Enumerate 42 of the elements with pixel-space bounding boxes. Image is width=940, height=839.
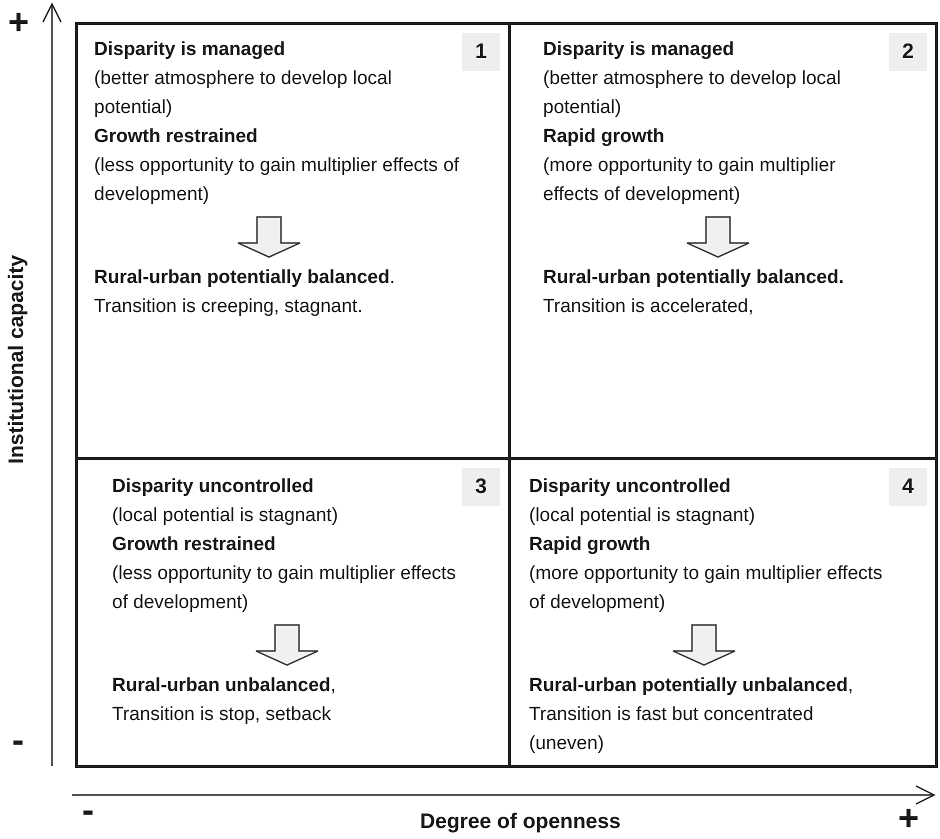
body-text: Rural-urban potentially balanced.: [94, 266, 396, 290]
quadrant-number: 1: [462, 33, 500, 71]
body-text: (local potential is stagnant): [112, 504, 340, 528]
body-text: Transition is creeping, stagnant.: [94, 295, 364, 319]
body-text: Rural-urban potentially unbalanced,: [529, 674, 854, 698]
heading-text: Growth restrained: [94, 125, 259, 149]
quadrant-panel: [75, 457, 511, 768]
body-text: Transition is fast but concentrated (uneven): [529, 703, 814, 756]
block-arrow: [686, 216, 750, 258]
block-arrow: [237, 216, 301, 258]
body-text: (more opportunity to gain multiplier effects of development): [529, 562, 884, 615]
quadrant-panel: [75, 22, 511, 460]
axis-sign: -: [12, 722, 24, 758]
body-text: Transition is stop, setback: [112, 703, 332, 727]
quadrant-number: 3: [462, 468, 500, 506]
body-text: (better atmosphere to develop local potential): [94, 67, 393, 120]
quadrant-number: 4: [889, 468, 927, 506]
axis-sign: +: [898, 800, 920, 836]
body-text: Rural-urban unbalanced,: [112, 674, 337, 698]
quadrant-panel: [508, 22, 938, 460]
body-text: (less opportunity to gain multiplier effects of development): [112, 562, 457, 615]
quadrant-number: 2: [889, 33, 927, 71]
axis-sign: +: [8, 4, 30, 40]
body-text: (better atmosphere to develop local potential): [543, 67, 842, 120]
heading-text: Disparity uncontrolled: [529, 475, 732, 499]
axis-sign: -: [82, 792, 94, 828]
heading-text: Rural-urban potentially balanced.: [543, 266, 845, 290]
axis-title: Degree of openness: [420, 810, 621, 834]
body-text: (more opportunity to gain multiplier effects of development): [543, 154, 837, 207]
block-arrow: [672, 624, 736, 666]
quadrant-panel: [508, 457, 938, 768]
heading-text: Rapid growth: [529, 533, 652, 557]
heading-text: Disparity uncontrolled: [112, 475, 315, 499]
body-text: Transition is accelerated,: [543, 295, 755, 319]
heading-text: Growth restrained: [112, 533, 277, 557]
body-text: (less opportunity to gain multiplier effects of development): [94, 154, 460, 207]
axis-title: Institutional capacity: [5, 255, 29, 464]
body-text: (local potential is stagnant): [529, 504, 756, 528]
block-arrow: [255, 624, 319, 666]
heading-text: Disparity is managed: [543, 38, 736, 62]
heading-text: Rapid growth: [543, 125, 666, 149]
heading-text: Disparity is managed: [94, 38, 286, 62]
